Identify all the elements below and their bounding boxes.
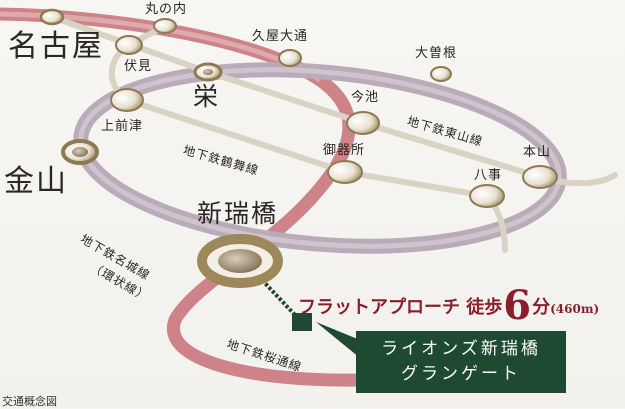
- station-mizuho-label: 新瑞橋: [197, 199, 279, 228]
- walk-label: フラットアプローチ 徒歩: [298, 297, 503, 318]
- callout-pointer: [316, 322, 360, 358]
- map-caption: 交通概念図: [2, 395, 57, 408]
- walk-time: フラットアプローチ 徒歩6分(460m): [298, 282, 599, 329]
- station-motoyama-label: 本山: [523, 145, 552, 160]
- station-sakae-label: 栄: [193, 82, 221, 111]
- station-gokiso-label: 御器所: [323, 143, 366, 158]
- station-ozone-label: 大曽根: [415, 46, 458, 61]
- station-marunouchi-label: 丸の内: [145, 2, 188, 17]
- property-callout: ライオンズ新瑞橋 グランゲート: [356, 331, 566, 393]
- station-hisaya-odori-label: 久屋大通: [252, 29, 309, 44]
- station-nagoya-label: 名古屋: [8, 29, 104, 64]
- property-name-line1: ライオンズ新瑞橋: [381, 339, 541, 359]
- station-imaike-label: 今池: [351, 90, 380, 105]
- walk-path: [260, 278, 298, 318]
- walk-unit: 分: [532, 297, 551, 318]
- station-kamimaezu-label: 上前津: [101, 119, 144, 134]
- station-fushimi-label: 伏見: [124, 59, 153, 74]
- line-higashiyama: [49, 14, 618, 187]
- property-name-line2: グランゲート: [401, 364, 521, 384]
- property-marker: [292, 313, 312, 331]
- walk-minutes: 6: [503, 282, 532, 329]
- station-yagoto-label: 八事: [474, 168, 503, 183]
- station-kanayama-label: 金山: [4, 164, 68, 199]
- stations: [39, 8, 558, 288]
- walk-distance: (460m): [550, 302, 600, 316]
